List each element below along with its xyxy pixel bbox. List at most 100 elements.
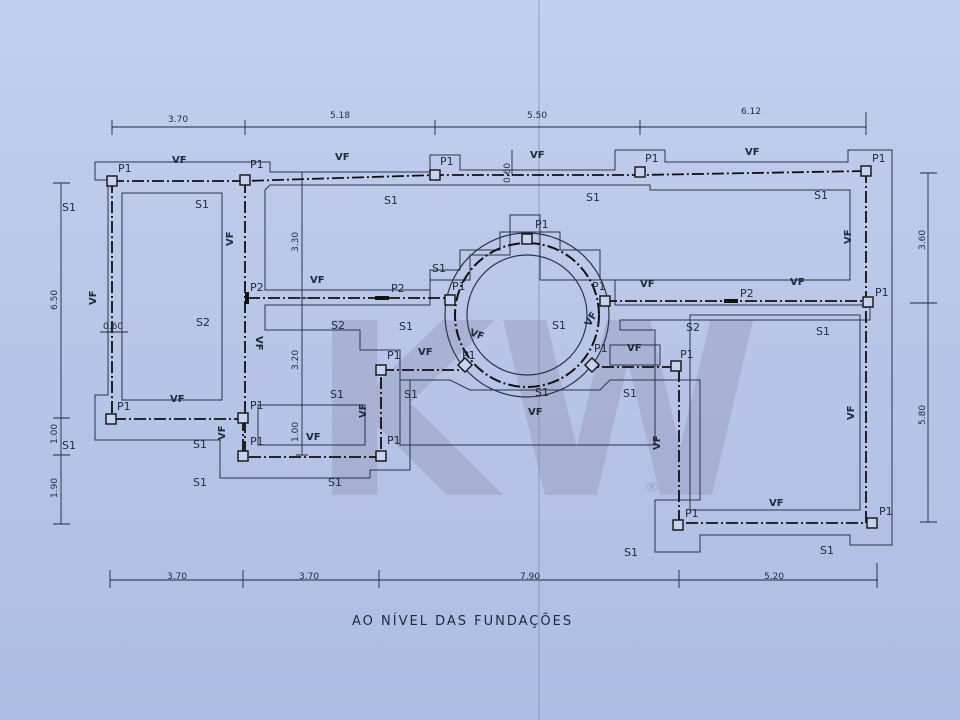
p2-label: P2	[391, 282, 405, 295]
p1-label: P1	[645, 152, 659, 165]
vf-label: VF	[306, 432, 321, 443]
dim-inner-4: 0.60	[103, 322, 123, 332]
s1-label: S1	[399, 320, 413, 333]
dim-inner-5: 0.60	[503, 163, 513, 183]
vf-label: VF	[335, 152, 350, 163]
p1-label: P1	[118, 162, 132, 175]
p2-mark-right	[724, 299, 738, 303]
p1-label: P1	[250, 435, 264, 448]
s1-label: S1	[586, 191, 600, 204]
dim-right-2: 5.80	[918, 405, 928, 425]
vf-label: VF	[652, 435, 663, 450]
vf-label: VF	[627, 343, 642, 354]
s1-label: S1	[193, 438, 207, 451]
s1-label: S1	[623, 387, 637, 400]
p1-label: P1	[462, 349, 476, 362]
p1-label: P1	[872, 152, 886, 165]
s2-label: S2	[686, 321, 700, 334]
dim-inner-2: 3.20	[291, 350, 301, 370]
dim-top-3: 5.50	[527, 111, 547, 121]
vf-label: VF	[843, 229, 854, 244]
p1-label: P1	[387, 349, 401, 362]
vf-label: VF	[640, 279, 655, 290]
p1-label: P1	[685, 507, 699, 520]
vf-label: VF	[88, 290, 99, 305]
s2-label: S2	[331, 319, 345, 332]
vf-label: VF	[528, 407, 543, 418]
watermark-text: KW	[310, 272, 761, 552]
vf-label: VF	[745, 147, 760, 158]
vf-label: VF	[217, 425, 228, 440]
p1-label: P1	[452, 280, 466, 293]
vf-label: VF	[846, 405, 857, 420]
circle-inner-footing	[466, 254, 588, 376]
vf-label: VF	[769, 498, 784, 509]
vf-label: VF	[225, 231, 236, 246]
dim-inner-1: 3.30	[291, 232, 301, 252]
s1-label: S1	[384, 194, 398, 207]
dim-bottom-3: 7.90	[520, 572, 540, 582]
s1-label: S1	[62, 201, 76, 214]
vf-label: VF	[418, 347, 433, 358]
p1-label: P1	[680, 348, 694, 361]
dim-top-2: 5.18	[330, 111, 350, 121]
dim-left-3: 1.90	[50, 478, 60, 498]
s1-label: S1	[404, 388, 418, 401]
p1-label: P1	[440, 155, 454, 168]
s1-label: S1	[624, 546, 638, 559]
s1-label: S1	[535, 386, 549, 399]
s1-label: S1	[552, 319, 566, 332]
dim-top-4: 6.12	[741, 107, 761, 117]
p1-label: P1	[875, 286, 889, 299]
vf-label: VF	[170, 394, 185, 405]
p1-label: P1	[387, 434, 401, 447]
p1-label: P1	[879, 505, 893, 518]
dim-top-1: 3.70	[168, 115, 188, 125]
p1-label: P1	[250, 158, 264, 171]
vf-label: VF	[253, 336, 264, 351]
s1-label: S1	[193, 476, 207, 489]
p2-mark-left	[375, 296, 389, 300]
pillars	[105, 165, 878, 531]
footing-labels: S1 S1 S1 S1 S1 S1 S1 S1 S1 S1 S1 S1 S1 S…	[62, 189, 834, 559]
p1-labels: P1 P1 P1 P1 P1 P1 P1 P1 P1 P1 P1 P1 P1 P…	[117, 152, 893, 520]
s1-label: S1	[816, 325, 830, 338]
p1-label: P1	[594, 342, 608, 355]
vf-label: VF	[310, 275, 325, 286]
dim-bottom-4: 5.20	[764, 572, 784, 582]
s1-label: S1	[328, 476, 342, 489]
p2-mark-west	[245, 292, 249, 304]
p1-label: P1	[117, 400, 131, 413]
p1-label: P1	[592, 280, 606, 293]
s1-label: S1	[432, 262, 446, 275]
s1-label: S1	[330, 388, 344, 401]
p1-label: P1	[250, 399, 264, 412]
dim-right-1: 3.60	[918, 230, 928, 250]
dim-left-2: 1.00	[50, 424, 60, 444]
circle-beam	[454, 242, 600, 388]
p1-label: P1	[535, 218, 549, 231]
vf-label: VF	[468, 327, 485, 342]
vf-label: VF	[790, 277, 805, 288]
vf-label: VF	[172, 155, 187, 166]
dimension-lines	[53, 112, 937, 588]
s1-label: S1	[820, 544, 834, 557]
p2-label: P2	[740, 287, 754, 300]
vf-label: VF	[358, 403, 369, 418]
dim-inner-3: 1.00	[291, 422, 301, 442]
s1-label: S1	[195, 198, 209, 211]
s2-label: S2	[196, 316, 210, 329]
s1-label: S1	[62, 439, 76, 452]
registered-mark: ®	[645, 480, 659, 496]
dim-bottom-1: 3.70	[167, 572, 187, 582]
s1-label: S1	[814, 189, 828, 202]
dim-left-1: 6.50	[50, 290, 60, 310]
plan-title: AO NÍVEL DAS FUNDAÇÕES	[352, 613, 573, 629]
circle-outer-footing	[444, 232, 610, 398]
p2-label: P2	[250, 281, 264, 294]
paper-fold-line	[538, 0, 540, 720]
vf-label: VF	[530, 150, 545, 161]
dim-bottom-2: 3.70	[299, 572, 319, 582]
